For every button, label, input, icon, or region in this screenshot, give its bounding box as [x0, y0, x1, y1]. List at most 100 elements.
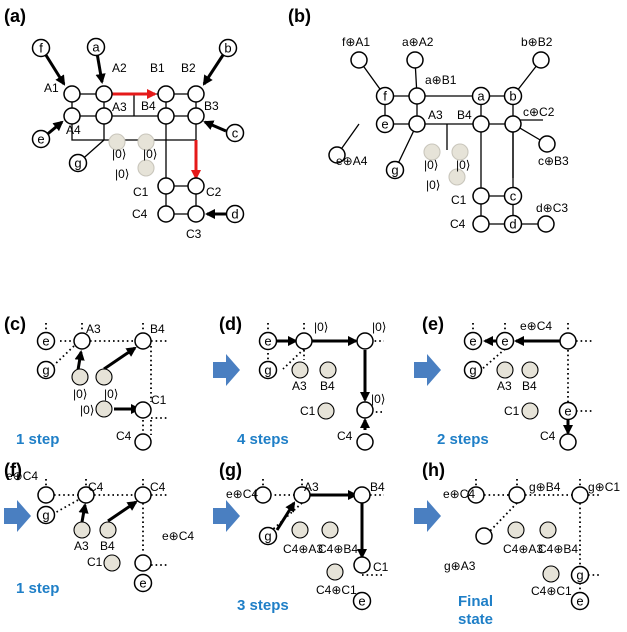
ancilla-1	[71, 368, 89, 386]
label-c3: C3	[186, 227, 202, 241]
label-c1: C1	[300, 404, 316, 418]
node-b-letter: b	[224, 41, 231, 56]
node-g	[258, 526, 278, 546]
label-c4-a: C4	[88, 480, 104, 494]
label-e-c4: e⊕C4	[226, 487, 258, 501]
label-c1: C1	[451, 193, 467, 207]
panel-g: (g) g e e⊕C4 A3 B4 C4⊕A3 C4⊕B4 C1 C4⊕C1 …	[219, 460, 389, 614]
node-f	[31, 38, 51, 58]
node-g-letter: g	[576, 568, 583, 583]
ancilla-3	[448, 168, 466, 186]
ancilla-a3	[507, 521, 525, 539]
node-e	[258, 331, 278, 351]
qubit-c1	[353, 556, 371, 574]
qubit-b4	[356, 332, 374, 350]
panel-b: (b) f a b e g c d f⊕A1	[288, 6, 569, 234]
label-c1: C1	[87, 555, 103, 569]
qubit-b1	[157, 85, 175, 103]
node-e	[570, 591, 590, 611]
flow-arrow-c-d	[213, 354, 240, 386]
node-d	[225, 204, 245, 224]
label-b4: B4	[320, 379, 335, 393]
label-b4: B4	[141, 99, 156, 113]
label-e-c4: e⊕C4	[520, 319, 552, 333]
node-g-letter: g	[264, 363, 271, 378]
ancilla-1-label: |0⟩	[112, 147, 126, 161]
node-c	[503, 186, 523, 206]
qubit-a2	[95, 85, 113, 103]
node-f	[375, 86, 395, 106]
node-g-letter: g	[469, 363, 476, 378]
node-e-a4	[328, 146, 346, 164]
qubit-a3	[408, 115, 426, 133]
label-c4-c1: C4⊕C1	[531, 584, 572, 598]
ancilla-1-label: |0⟩	[424, 158, 438, 172]
node-b	[218, 38, 238, 58]
arrow-f-a1	[42, 51, 66, 86]
node-b-letter: b	[509, 89, 516, 104]
node-f-a1	[350, 51, 368, 69]
ancilla-c1	[317, 402, 335, 420]
label-b4: B4	[370, 480, 385, 494]
node-e1	[463, 331, 483, 351]
node-g-letter: g	[74, 156, 81, 171]
flow-arrow-g-h	[414, 500, 441, 532]
ancilla-2-label: |0⟩	[372, 320, 386, 334]
qubit-c1	[134, 401, 152, 419]
qubit-b4	[472, 115, 490, 133]
qubit-a3	[295, 332, 313, 350]
panel-f: (f) g e e⊕C4 C4 C4 A3 B4 e⊕C4 C1 1 step	[4, 460, 194, 597]
label-e-c4-side: e⊕C4	[162, 529, 194, 543]
label-e-c4: e⊕C4	[443, 487, 475, 501]
step-count: 3 steps	[237, 597, 289, 614]
ancilla-3-label: |0⟩	[80, 403, 94, 417]
label-c1: C1	[504, 404, 520, 418]
qubit-e-c4	[254, 486, 272, 504]
label-e-a4: e⊕A4	[336, 154, 368, 168]
panel-a: (a) f a b e	[4, 6, 245, 241]
label-c1: C1	[373, 560, 389, 574]
node-g-letter: g	[391, 163, 398, 178]
step-count: 1 step	[16, 580, 59, 597]
qubit-c2	[187, 177, 205, 195]
ancilla-3-label: |0⟩	[115, 167, 129, 181]
label-a1: A1	[44, 81, 59, 95]
ancilla-b4	[539, 521, 557, 539]
panel-e: (e) e e g e e⊕C4 A3 B4 C1 C4 2 steps	[422, 314, 594, 451]
node-g	[463, 360, 483, 380]
node-e1-letter: e	[469, 334, 476, 349]
qubit-a1	[63, 85, 81, 103]
node-f-letter: f	[383, 89, 387, 104]
qubit-c3	[187, 205, 205, 223]
label-b2: B2	[181, 61, 196, 75]
qubit-c-c2	[504, 115, 522, 133]
label-g-c1: g⊕C1	[588, 480, 620, 494]
node-f-letter: f	[39, 41, 43, 56]
qubit-c1	[356, 401, 374, 419]
panel-c-title: (c)	[4, 314, 26, 334]
label-c4-a3: C4⊕A3	[503, 542, 543, 556]
label-b3: B3	[204, 99, 219, 113]
ancilla-2-label: |0⟩	[104, 387, 118, 401]
step-count: 1 step	[16, 431, 59, 448]
qubit-c4	[472, 215, 490, 233]
node-e-letter: e	[37, 132, 44, 147]
qubit-a3	[95, 107, 113, 125]
label-a3: A3	[74, 539, 89, 553]
label-c1: C1	[133, 185, 149, 199]
label-c4: C4	[540, 429, 556, 443]
label-a-a2: a⊕A2	[402, 35, 434, 49]
ancilla-a3	[496, 361, 514, 379]
qubit-c1	[157, 177, 175, 195]
ancilla-a3	[291, 361, 309, 379]
ancilla-2-label: |0⟩	[143, 147, 157, 161]
node-g-letter: g	[42, 508, 49, 523]
flow-arrow-d-e	[414, 354, 441, 386]
node-e	[31, 129, 51, 149]
qubit-g-b4	[508, 486, 526, 504]
label-a3: A3	[497, 379, 512, 393]
label-b4: B4	[150, 322, 165, 336]
qubit-e-c4	[37, 486, 55, 504]
ancilla-c1	[542, 565, 560, 583]
